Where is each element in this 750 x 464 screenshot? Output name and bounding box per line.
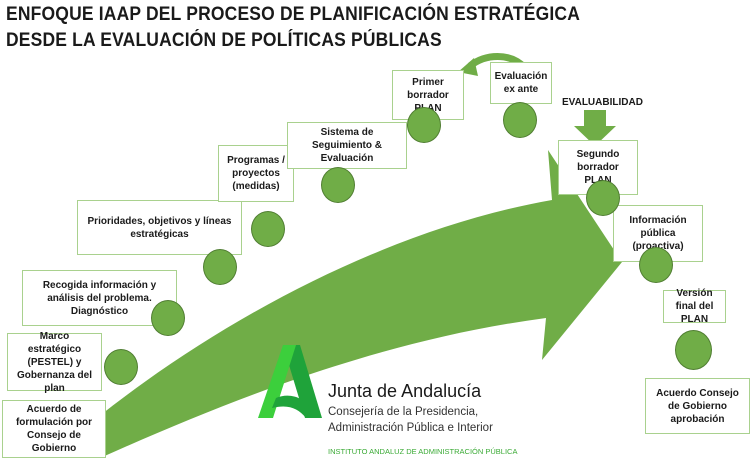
milestone-circle	[321, 167, 355, 203]
milestone-circle	[151, 300, 185, 336]
step-acuerdo-aprobacion: Acuerdo Consejo de Gobierno aprobación	[645, 378, 750, 434]
milestone-circle	[104, 349, 138, 385]
logo-subtitle-1: Consejería de la Presidencia,	[328, 406, 479, 418]
step-acuerdo-formulacion: Acuerdo de formulación por Consejo de Go…	[2, 400, 106, 458]
down-arrow	[574, 110, 616, 146]
big-curved-arrow	[70, 150, 622, 458]
logo-subtitle-2: Administración Pública e Interior	[328, 422, 493, 434]
milestone-circle	[503, 102, 537, 138]
step-marco-estrategico: Marco estratégico (PESTEL) y Gobernanza …	[7, 331, 102, 394]
step-programas: Programas / proyectos (medidas)	[218, 145, 294, 202]
step-evaluacion-ex-ante: Evaluación ex ante	[490, 62, 552, 104]
title-line-2: DESDE LA EVALUACIÓN DE POLÍTICAS PÚBLICA…	[6, 30, 442, 51]
milestone-circle	[639, 247, 673, 283]
milestone-circle	[251, 211, 285, 247]
step-sistema-seguimiento: Sistema de Seguimiento & Evaluación	[287, 122, 407, 169]
step-prioridades: Prioridades, objetivos y líneas estratég…	[77, 200, 242, 255]
title-line-1: ENFOQUE IAAP DEL PROCESO DE PLANIFICACIÓ…	[6, 4, 581, 25]
logo-name: Junta de Andalucía	[328, 381, 482, 401]
milestone-circle	[586, 180, 620, 216]
milestone-circle	[203, 249, 237, 285]
evaluabilidad-label: EVALUABILIDAD	[562, 97, 643, 108]
milestone-circle	[675, 330, 712, 370]
logo-institute: INSTITUTO ANDALUZ DE ADMINISTRACIÓN PÚBL…	[328, 447, 518, 456]
milestone-circle	[407, 107, 441, 143]
logo-a-shape	[258, 345, 322, 418]
step-version-final: Versión final del PLAN	[663, 288, 726, 325]
